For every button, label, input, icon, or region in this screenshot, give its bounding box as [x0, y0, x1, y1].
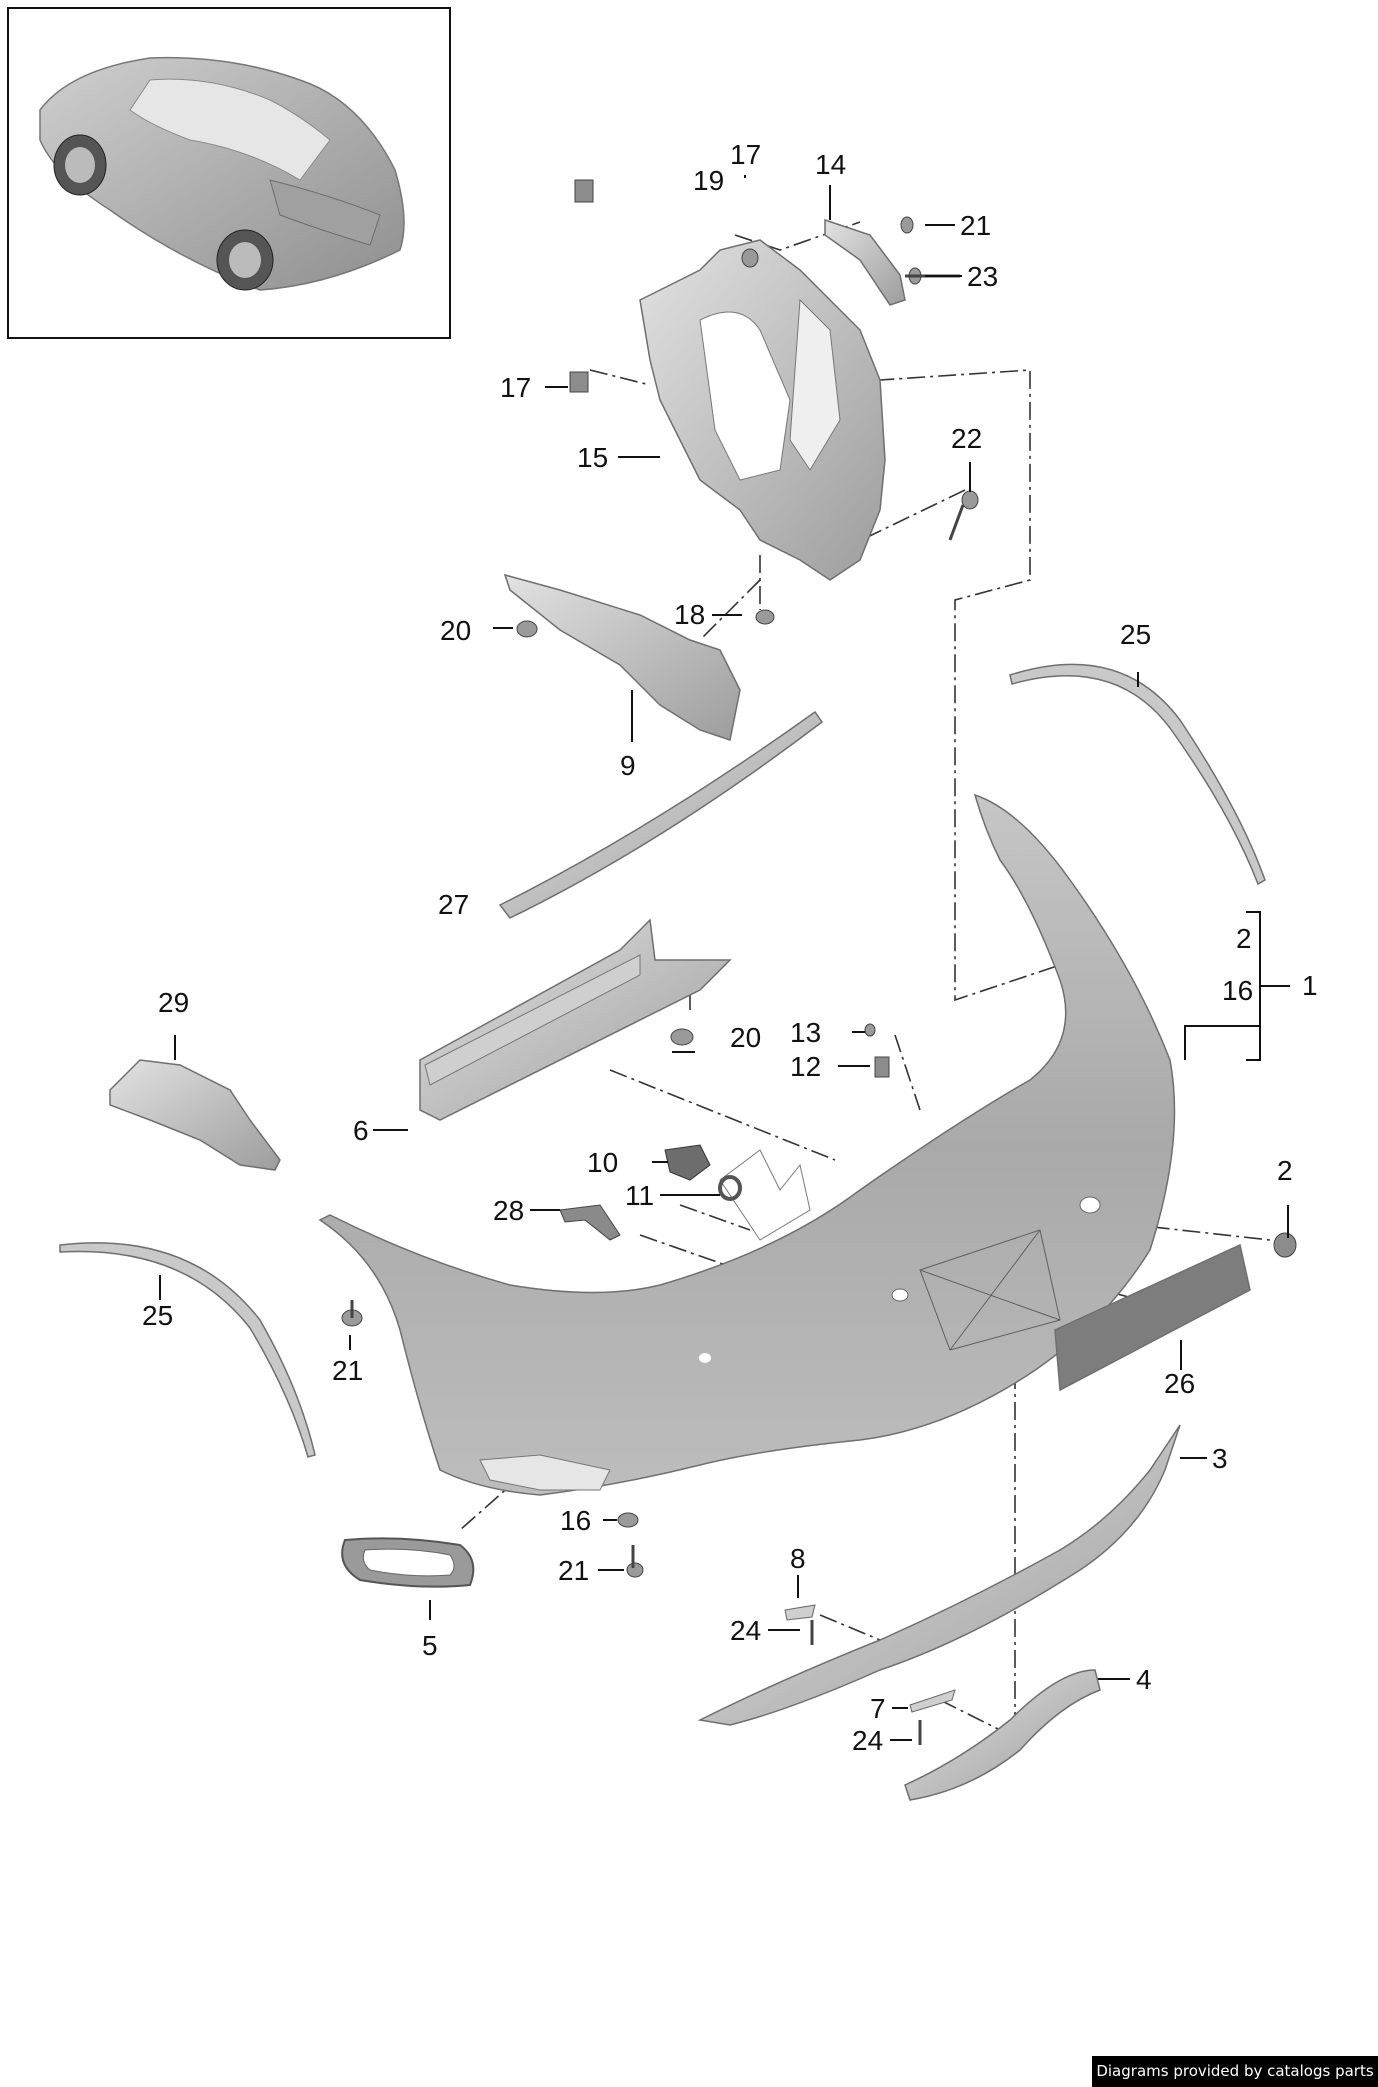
callout-13: 13: [790, 1017, 821, 1048]
wheel-arch-trim-left: [59, 1242, 316, 1458]
callout-21-left: 21: [332, 1355, 363, 1386]
callout-10: 10: [587, 1147, 618, 1178]
callout-14: 14: [815, 149, 846, 180]
callout-20-top: 20: [440, 615, 471, 646]
callout-22: 22: [951, 423, 982, 454]
callout-7: 7: [870, 1693, 886, 1724]
callout-5: 5: [422, 1630, 438, 1661]
callout-23: 23: [967, 261, 998, 292]
callout-19: 19: [693, 165, 724, 196]
bumper-cover-part: [318, 793, 1176, 1496]
callout-29: 29: [158, 987, 189, 1018]
callout-16-bracket: 16: [1222, 975, 1253, 1006]
lower-trim-part: [904, 1669, 1101, 1801]
callout-labels: 17 19 14 21 23 17 15 22 18 20 9 25 27 2 …: [142, 139, 1318, 1756]
callout-20-mid: 20: [730, 1022, 761, 1053]
callout-24-lower: 24: [852, 1725, 883, 1756]
sensor-ring-part: [718, 1175, 742, 1201]
reinforcement-part: [419, 918, 732, 1121]
wheel-arch-trim-right: [1009, 663, 1266, 886]
strap-part: [824, 218, 906, 306]
exhaust-trim-part: [341, 1537, 475, 1588]
callout-17-left: 17: [500, 372, 531, 403]
strip-part: [498, 710, 824, 919]
callout-25-left: 25: [142, 1300, 173, 1331]
callout-2-bracket: 2: [1236, 923, 1252, 954]
callout-4: 4: [1136, 1664, 1152, 1695]
callout-27: 27: [438, 889, 469, 920]
license-plate-mount-part: [1054, 1243, 1251, 1392]
callout-6: 6: [353, 1115, 369, 1146]
callout-1: 1: [1302, 970, 1318, 1001]
mount-bracket-part: [559, 1204, 621, 1241]
callout-25-right: 25: [1120, 619, 1151, 650]
guide-part: [503, 573, 741, 741]
callout-9: 9: [620, 750, 636, 781]
callout-18: 18: [674, 599, 705, 630]
callout-16-bottom: 16: [560, 1505, 591, 1536]
callout-28: 28: [493, 1195, 524, 1226]
callout-26: 26: [1164, 1368, 1195, 1399]
fasteners: [341, 179, 1297, 1745]
callout-8: 8: [790, 1543, 806, 1574]
bracket-carrier-part: [639, 239, 886, 581]
callout-12: 12: [790, 1051, 821, 1082]
callout-3: 3: [1212, 1443, 1228, 1474]
callout-21-bottom: 21: [558, 1555, 589, 1586]
diagram-credit: Diagrams provided by catalogs parts: [1092, 2056, 1378, 2087]
callout-21-top: 21: [960, 210, 991, 241]
callout-15: 15: [577, 442, 608, 473]
sensor-part: [664, 1144, 711, 1181]
bracket-side-part: [109, 1059, 281, 1171]
callout-24-upper: 24: [730, 1615, 761, 1646]
callout-11: 11: [625, 1180, 654, 1211]
vehicle-thumbnail: [7, 7, 451, 339]
diffuser-part: [697, 1424, 1181, 1726]
callout-2-right: 2: [1277, 1155, 1293, 1186]
callout-17-top: 17: [730, 139, 761, 170]
leader-lines: [159, 175, 1290, 1741]
